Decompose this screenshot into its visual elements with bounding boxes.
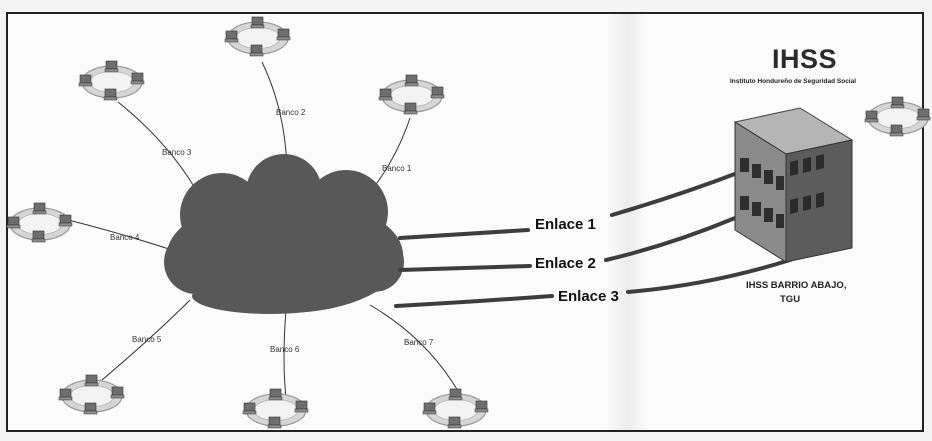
site-label-line2: TGU <box>780 294 800 305</box>
network-icon-banco1 <box>378 74 445 115</box>
building-icon <box>733 107 854 263</box>
network-icon-banco4 <box>6 202 73 243</box>
link-banco7 <box>369 304 463 399</box>
logo-subtitle: Instituto Hondureño de Seguridad Social <box>730 78 856 85</box>
enlace-line-3b <box>626 258 792 294</box>
enlace-line-3 <box>394 294 554 308</box>
link-banco1 <box>369 117 411 193</box>
network-icon-banco2 <box>224 16 291 57</box>
label-banco4: Banco 4 <box>110 233 140 242</box>
network-icon-banco3 <box>78 60 145 101</box>
site-label-line1: IHSS BARRIO ABAJO, <box>746 280 846 291</box>
label-banco3: Banco 3 <box>162 148 192 157</box>
label-enlace-2: Enlace 2 <box>535 255 596 272</box>
logo-title: IHSS <box>772 44 837 74</box>
network-icon-banco7 <box>422 388 489 429</box>
label-banco2: Banco 2 <box>276 108 306 117</box>
paper-fold-shadow <box>606 14 646 430</box>
enlace-line-2 <box>398 264 532 272</box>
network-icon-banco5 <box>58 374 125 415</box>
label-enlace-3: Enlace 3 <box>558 288 619 305</box>
network-icon-banco6 <box>242 388 309 429</box>
enlace-line-1b <box>610 170 742 217</box>
label-banco7: Banco 7 <box>404 338 434 347</box>
label-enlace-1: Enlace 1 <box>535 216 596 233</box>
cloud-icon <box>164 154 404 314</box>
link-banco6 <box>283 309 287 399</box>
enlace-line-1 <box>398 228 530 240</box>
enlace-line-2b <box>604 216 737 262</box>
label-banco6: Banco 6 <box>270 345 300 354</box>
network-icon-ihss <box>864 96 931 137</box>
label-banco5: Banco 5 <box>132 335 162 344</box>
link-banco5 <box>101 299 191 381</box>
label-banco1: Banco 1 <box>382 164 412 173</box>
